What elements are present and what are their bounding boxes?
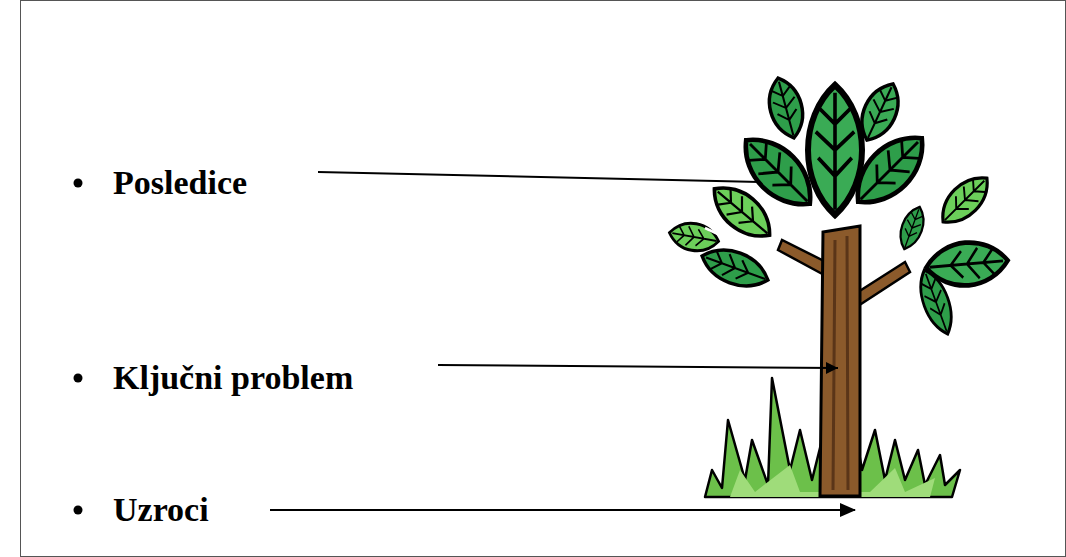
bullet — [74, 506, 83, 515]
bullet — [74, 179, 83, 188]
bullet — [74, 374, 83, 383]
row-label: Ključni problem — [113, 361, 353, 395]
row-label: Uzroci — [113, 493, 209, 527]
tree-leaves — [667, 74, 1010, 338]
row-label: Posledice — [113, 166, 247, 200]
tree-trunk — [778, 226, 910, 496]
leader-line — [270, 172, 856, 517]
frame — [21, 1, 1066, 557]
